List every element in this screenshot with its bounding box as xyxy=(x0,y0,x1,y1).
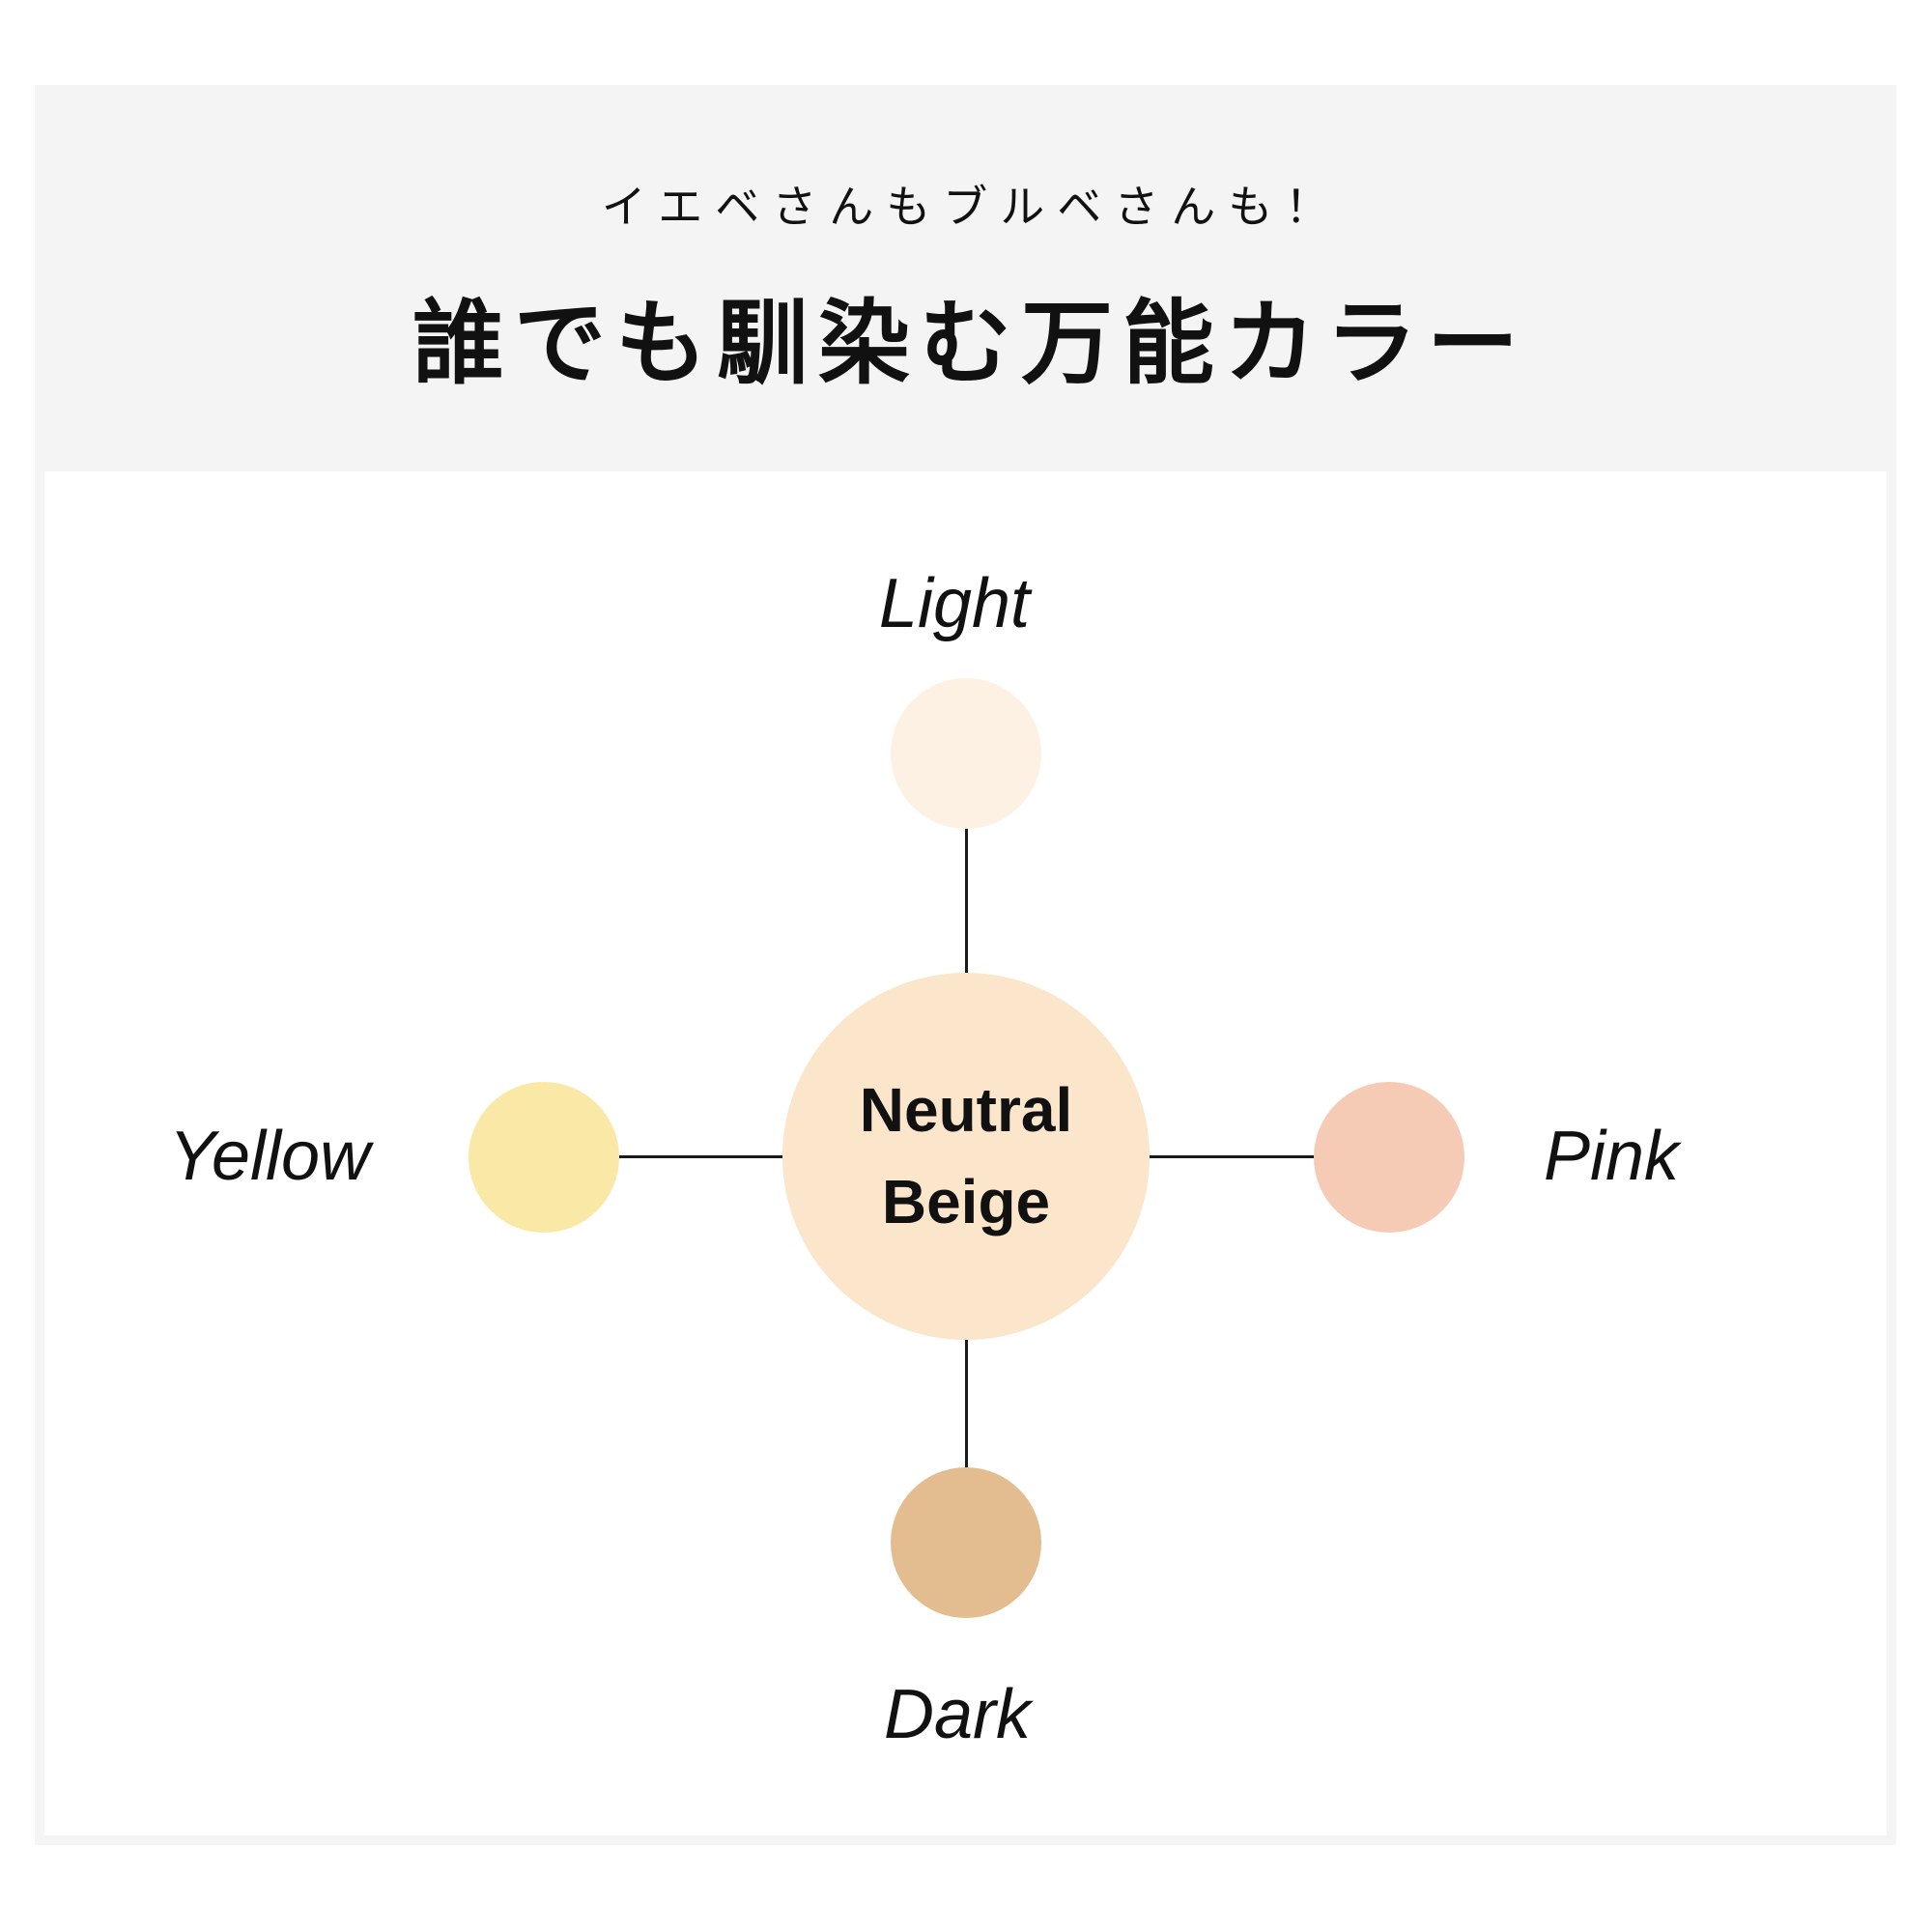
node-label-light: Light xyxy=(878,565,1031,642)
center-label-line2: Beige xyxy=(881,1167,1051,1236)
center-node-circle: Neutral Beige xyxy=(782,973,1150,1340)
header-subtitle: イエベさんもブルベさんも！ xyxy=(601,182,1343,232)
node-label-dark: Dark xyxy=(883,1676,1032,1753)
header-banner: イエベさんもブルベさんも！ 誰でも馴染む万能カラー xyxy=(35,85,1896,462)
node-light-circle xyxy=(891,678,1041,829)
node-yellow-circle xyxy=(469,1082,619,1233)
diagram-board: Light Yellow Pink Dark Neutral Beige xyxy=(35,462,1896,1845)
connector-top-line xyxy=(965,829,968,973)
node-label-yellow: Yellow xyxy=(168,1118,371,1195)
node-dark-circle xyxy=(891,1467,1041,1618)
connector-right-line xyxy=(1150,1155,1314,1158)
center-label-line1: Neutral xyxy=(859,1075,1073,1145)
connector-left-line xyxy=(619,1155,782,1158)
header-title: 誰でも馴染む万能カラー xyxy=(412,293,1528,395)
node-pink-circle xyxy=(1314,1082,1464,1233)
connector-bottom-line xyxy=(965,1340,968,1467)
node-label-pink: Pink xyxy=(1543,1118,1680,1195)
